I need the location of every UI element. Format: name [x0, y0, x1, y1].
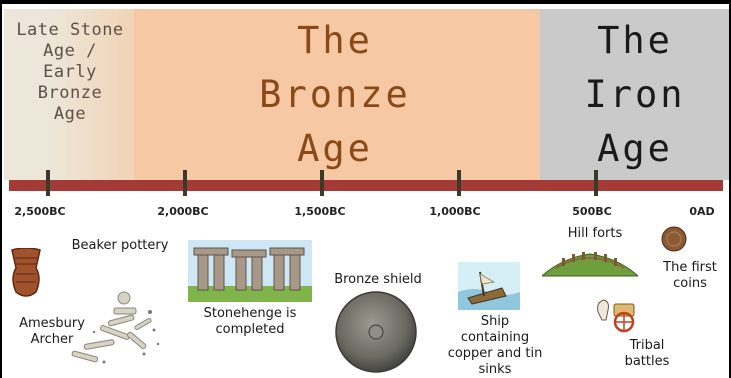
image-frame	[0, 0, 731, 378]
